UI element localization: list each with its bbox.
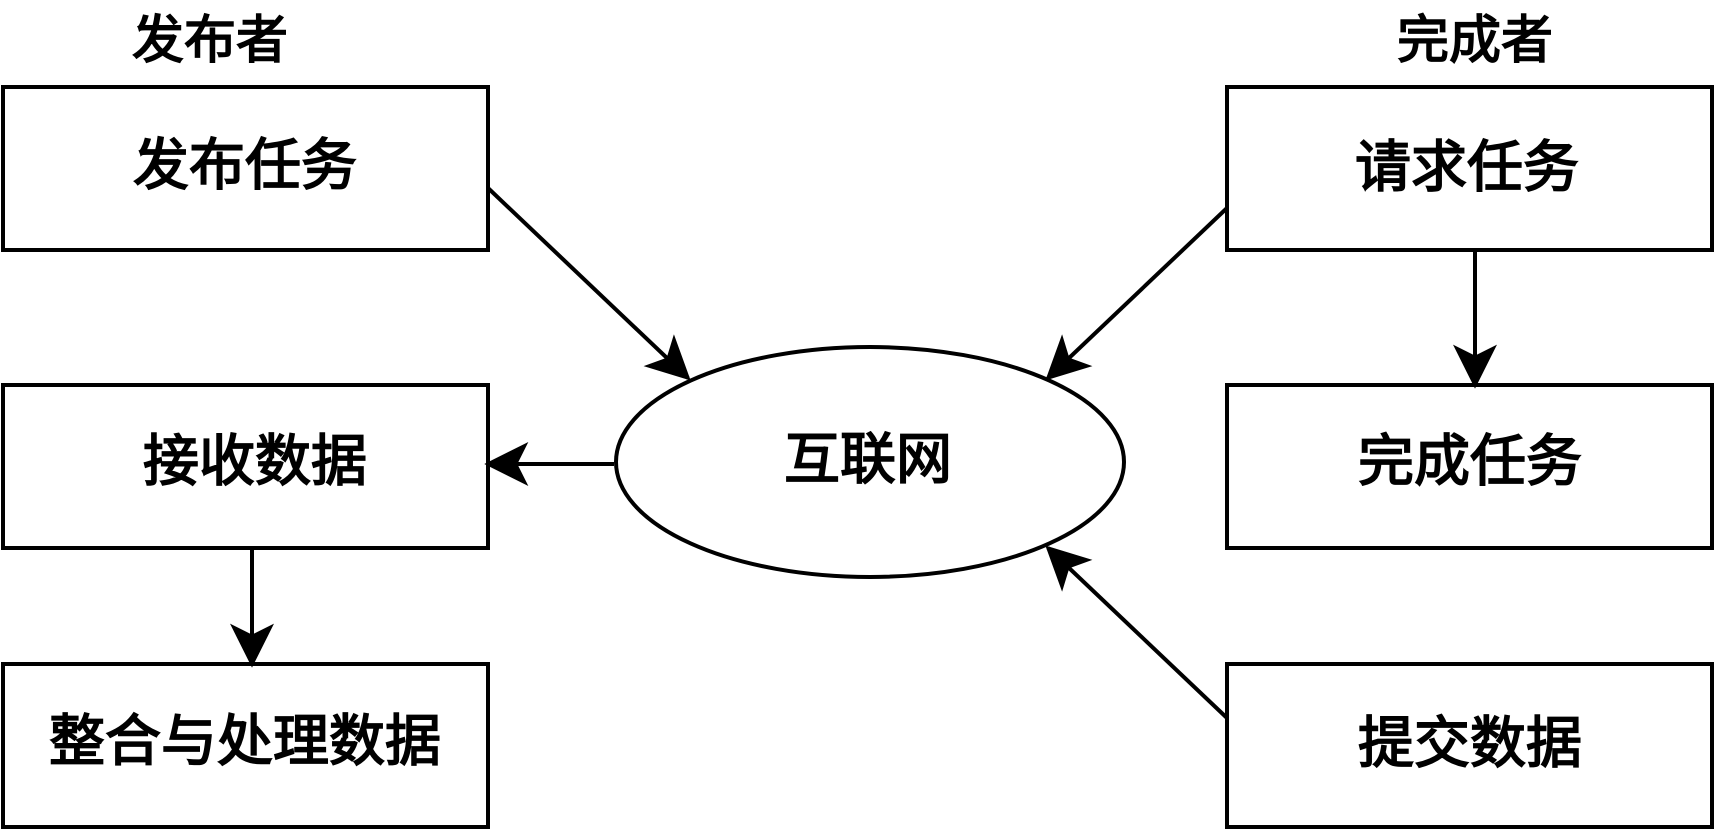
integrate-data-label: 整合与处理数据 bbox=[49, 709, 441, 775]
edge-request-task-to-internet bbox=[1045, 206, 1229, 381]
request-task-node: 请求任务 bbox=[1225, 85, 1714, 252]
submit-data-node: 提交数据 bbox=[1225, 662, 1714, 829]
complete-task-label: 完成任务 bbox=[1358, 429, 1582, 495]
edge-publish-task-to-internet bbox=[486, 186, 691, 381]
internet-node: 互联网 bbox=[614, 345, 1126, 579]
publish-task-node: 发布任务 bbox=[1, 85, 490, 252]
receive-data-node: 接收数据 bbox=[1, 383, 490, 550]
publisher-group-label: 发布者 bbox=[132, 10, 288, 71]
edge-submit-data-to-internet bbox=[1045, 545, 1229, 720]
completer-group-label: 完成者 bbox=[1397, 10, 1553, 71]
integrate-data-node: 整合与处理数据 bbox=[1, 662, 490, 829]
request-task-label: 请求任务 bbox=[1355, 135, 1579, 201]
internet-label: 互联网 bbox=[784, 427, 952, 493]
receive-data-label: 接收数据 bbox=[143, 429, 367, 495]
submit-data-label: 提交数据 bbox=[1358, 711, 1582, 777]
publish-task-label: 发布任务 bbox=[133, 133, 357, 199]
complete-task-node: 完成任务 bbox=[1225, 383, 1714, 550]
